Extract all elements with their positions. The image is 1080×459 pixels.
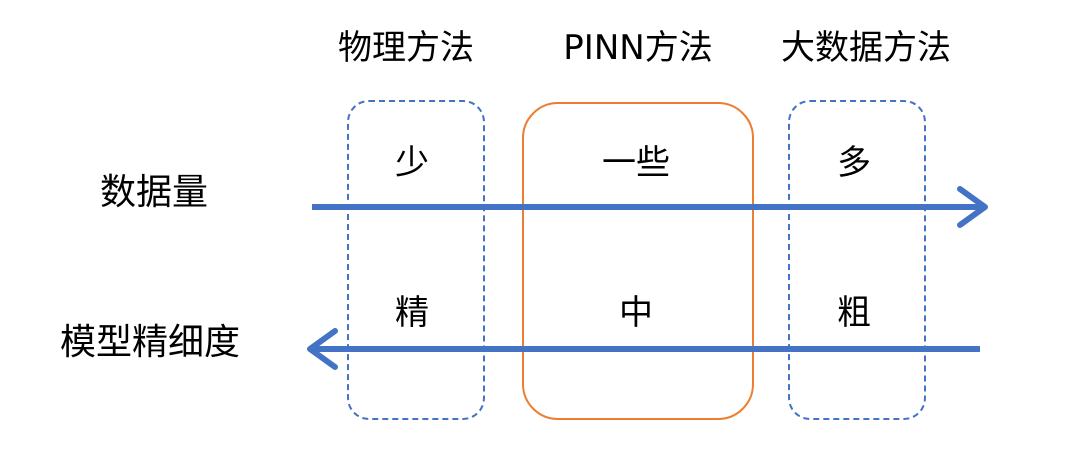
pinn-model-precision: 中 xyxy=(619,293,653,333)
bigdata-data-amount: 多 xyxy=(837,143,871,183)
column-header-pinn: PINN方法 xyxy=(563,28,713,68)
model-precision-arrow xyxy=(307,328,980,370)
row-label-model-precision: 模型精细度 xyxy=(60,322,241,363)
column-header-physics: 物理方法 xyxy=(338,28,474,68)
pinn-data-amount: 一些 xyxy=(602,143,670,183)
bigdata-model-precision: 粗 xyxy=(837,293,871,333)
physics-model-precision: 精 xyxy=(395,293,429,333)
bigdata-method-box xyxy=(788,100,926,420)
physics-method-box xyxy=(347,100,485,420)
data-amount-arrow xyxy=(312,186,988,228)
row-label-data-amount: 数据量 xyxy=(100,172,209,213)
column-header-bigdata: 大数据方法 xyxy=(781,28,951,68)
physics-data-amount: 少 xyxy=(395,143,429,183)
pinn-method-box xyxy=(522,102,754,420)
